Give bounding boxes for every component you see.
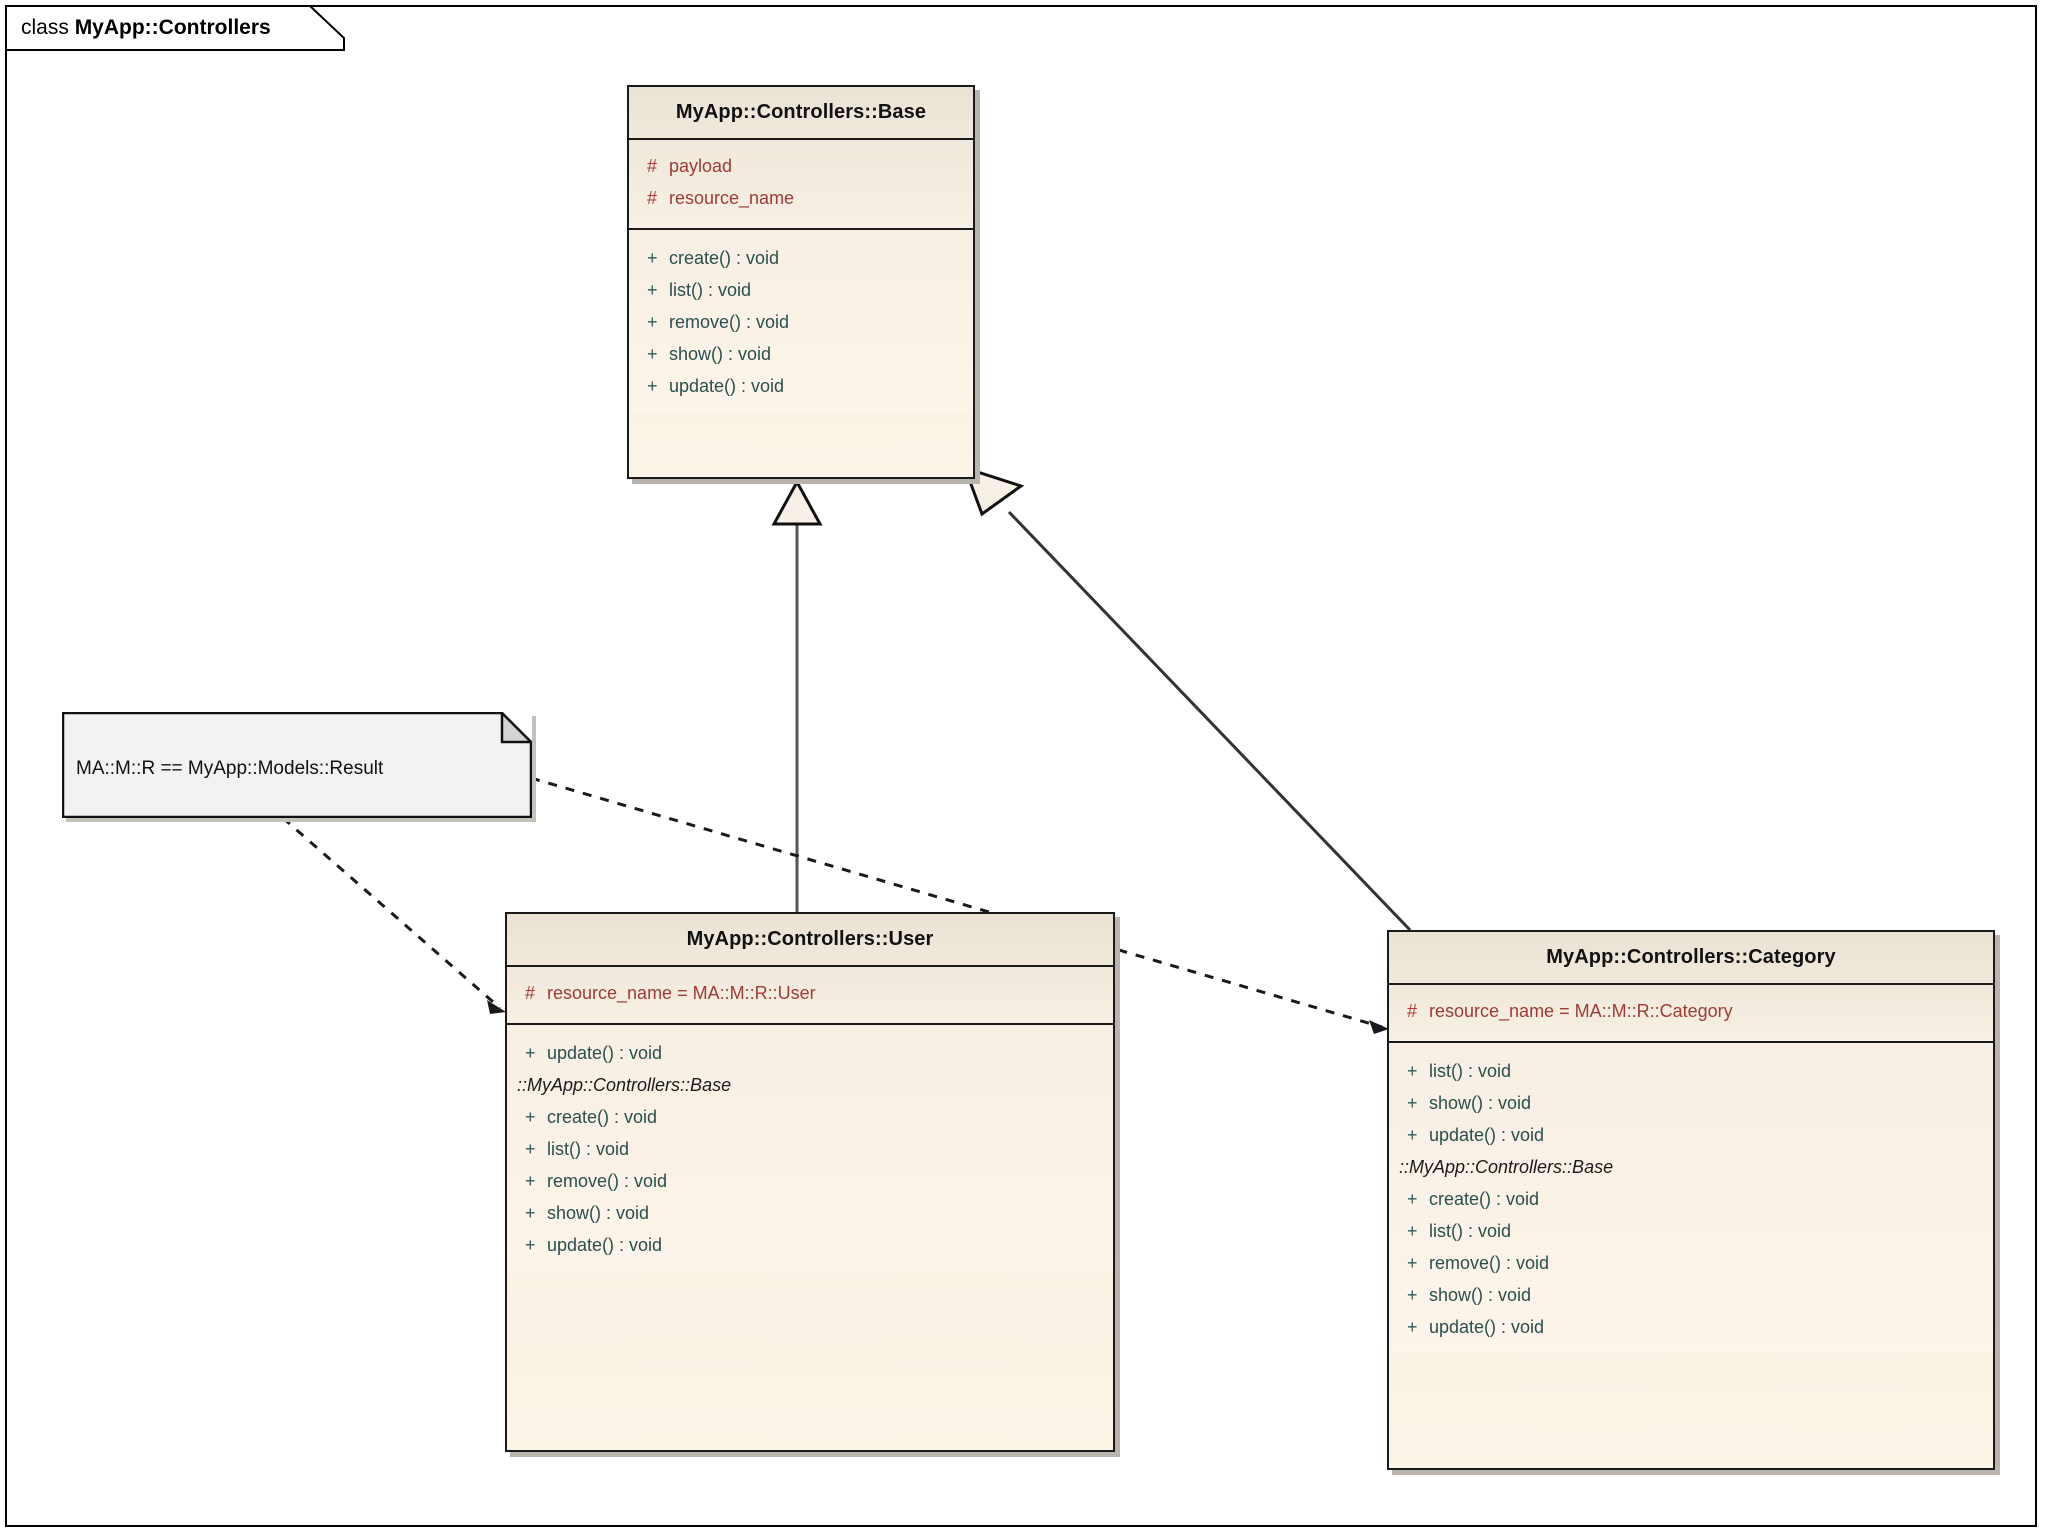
attribute-row: # resource_name = MA::M::R::User bbox=[507, 977, 1113, 1009]
visibility-marker: + bbox=[1407, 1125, 1418, 1145]
attribute-label: payload bbox=[669, 156, 733, 176]
class-name-category: MyApp::Controllers::Category bbox=[1389, 932, 1993, 985]
inherited-operation-row: + show() : void bbox=[1389, 1279, 1993, 1311]
class-node-base[interactable]: MyApp::Controllers::Base # payload # res… bbox=[627, 85, 975, 479]
visibility-marker: + bbox=[525, 1235, 536, 1255]
visibility-marker: # bbox=[525, 983, 536, 1003]
class-node-user[interactable]: MyApp::Controllers::User # resource_name… bbox=[505, 912, 1115, 1452]
visibility-marker: + bbox=[647, 344, 658, 364]
operation-label: update() : void bbox=[1429, 1317, 1545, 1337]
visibility-marker: + bbox=[647, 280, 658, 300]
class-node-category[interactable]: MyApp::Controllers::Category # resource_… bbox=[1387, 930, 1995, 1470]
operation-label: create() : void bbox=[669, 248, 780, 268]
visibility-marker: # bbox=[647, 188, 658, 208]
attribute-row: # payload bbox=[629, 150, 973, 182]
operation-label: show() : void bbox=[1429, 1093, 1532, 1113]
visibility-marker: + bbox=[647, 376, 658, 396]
operation-label: create() : void bbox=[547, 1107, 658, 1127]
attribute-row: # resource_name bbox=[629, 182, 973, 214]
operation-label: remove() : void bbox=[547, 1171, 668, 1191]
diagram-frame-tab: class MyApp::Controllers bbox=[5, 5, 345, 51]
inherited-operation-row: + update() : void bbox=[1389, 1311, 1993, 1343]
operation-row: + remove() : void bbox=[629, 306, 973, 338]
operation-label: update() : void bbox=[547, 1235, 663, 1255]
class-operations-category: + list() : void + show() : void + update… bbox=[1389, 1043, 1993, 1353]
attribute-label: resource_name = MA::M::R::User bbox=[547, 983, 816, 1003]
operation-label: list() : void bbox=[1429, 1221, 1512, 1241]
class-operations-base: + create() : void + list() : void + remo… bbox=[629, 230, 973, 412]
visibility-marker: + bbox=[647, 312, 658, 332]
visibility-marker: + bbox=[525, 1203, 536, 1223]
visibility-marker: + bbox=[1407, 1317, 1418, 1337]
operation-row: + update() : void bbox=[629, 370, 973, 402]
operation-label: update() : void bbox=[547, 1043, 663, 1063]
operation-label: list() : void bbox=[547, 1139, 630, 1159]
note-text: MA::M::R == MyApp::Models::Result bbox=[76, 758, 384, 779]
inherited-operation-row: + show() : void bbox=[507, 1197, 1113, 1229]
frame-tab-label: class MyApp::Controllers bbox=[21, 16, 271, 40]
inherited-operation-row: + create() : void bbox=[507, 1101, 1113, 1133]
class-operations-user: + update() : void ::MyApp::Controllers::… bbox=[507, 1025, 1113, 1271]
operation-row: + list() : void bbox=[629, 274, 973, 306]
operation-label: show() : void bbox=[547, 1203, 650, 1223]
frame-keyword: class bbox=[21, 16, 75, 39]
class-name-base: MyApp::Controllers::Base bbox=[629, 87, 973, 140]
inherited-section-header-category: ::MyApp::Controllers::Base bbox=[1399, 1157, 1614, 1177]
operation-row: + update() : void bbox=[507, 1037, 1113, 1069]
visibility-marker: + bbox=[1407, 1093, 1418, 1113]
attribute-label: resource_name = MA::M::R::Category bbox=[1429, 1001, 1733, 1021]
operation-label: update() : void bbox=[669, 376, 785, 396]
frame-tab-shape bbox=[5, 5, 345, 51]
visibility-marker: + bbox=[525, 1171, 536, 1191]
operation-label: list() : void bbox=[1429, 1061, 1512, 1081]
operation-label: show() : void bbox=[669, 344, 772, 364]
class-attributes-category: # resource_name = MA::M::R::Category bbox=[1389, 985, 1993, 1043]
operation-label: update() : void bbox=[1429, 1125, 1545, 1145]
attribute-label: resource_name bbox=[669, 188, 795, 208]
note-folded-corner-icon bbox=[500, 712, 532, 744]
visibility-marker: + bbox=[647, 248, 658, 268]
visibility-marker: + bbox=[1407, 1285, 1418, 1305]
visibility-marker: + bbox=[1407, 1253, 1418, 1273]
operation-row: + create() : void bbox=[629, 242, 973, 274]
visibility-marker: + bbox=[525, 1043, 536, 1063]
visibility-marker: + bbox=[1407, 1189, 1418, 1209]
operation-row: + show() : void bbox=[629, 338, 973, 370]
inherited-operation-row: + remove() : void bbox=[1389, 1247, 1993, 1279]
operation-label: show() : void bbox=[1429, 1285, 1532, 1305]
visibility-marker: + bbox=[525, 1107, 536, 1127]
visibility-marker: # bbox=[1407, 1001, 1418, 1021]
visibility-marker: + bbox=[1407, 1061, 1418, 1081]
visibility-marker: + bbox=[525, 1139, 536, 1159]
visibility-marker: + bbox=[1407, 1221, 1418, 1241]
class-attributes-base: # payload # resource_name bbox=[629, 140, 973, 230]
inherited-operation-row: + list() : void bbox=[507, 1133, 1113, 1165]
class-name-user: MyApp::Controllers::User bbox=[507, 914, 1113, 967]
operation-label: list() : void bbox=[669, 280, 752, 300]
inherited-operation-row: + update() : void bbox=[507, 1229, 1113, 1261]
diagram-frame bbox=[5, 5, 2037, 1527]
operation-label: remove() : void bbox=[1429, 1253, 1550, 1273]
inherited-operation-row: + create() : void bbox=[1389, 1183, 1993, 1215]
class-attributes-user: # resource_name = MA::M::R::User bbox=[507, 967, 1113, 1025]
inherited-operation-row: + list() : void bbox=[1389, 1215, 1993, 1247]
operation-row: + list() : void bbox=[1389, 1055, 1993, 1087]
attribute-row: # resource_name = MA::M::R::Category bbox=[1389, 995, 1993, 1027]
inherited-operation-row: + remove() : void bbox=[507, 1165, 1113, 1197]
operation-label: create() : void bbox=[1429, 1189, 1540, 1209]
operation-label: remove() : void bbox=[669, 312, 790, 332]
uml-note[interactable]: MA::M::R == MyApp::Models::Result bbox=[62, 712, 532, 818]
frame-name: MyApp::Controllers bbox=[74, 16, 271, 39]
operation-row: + show() : void bbox=[1389, 1087, 1993, 1119]
inherited-section-header-user: ::MyApp::Controllers::Base bbox=[517, 1075, 732, 1095]
visibility-marker: # bbox=[647, 156, 658, 176]
operation-row: + update() : void bbox=[1389, 1119, 1993, 1151]
